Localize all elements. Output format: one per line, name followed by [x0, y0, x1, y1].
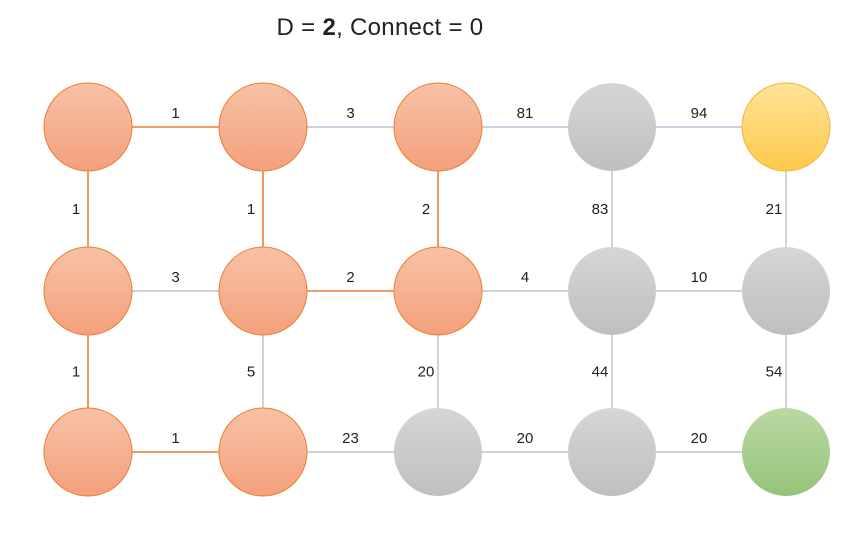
edge-weight-r0c0-r0c1: 1: [171, 105, 179, 122]
node-r0c0-visited: [43, 82, 133, 172]
node-r0c2-visited: [393, 82, 483, 172]
edge-weight-r2c2-r2c3: 20: [517, 430, 534, 447]
edge-weight-r0c2-r0c3: 81: [517, 105, 534, 122]
node-r2c2-gray: [394, 408, 482, 496]
node-r2c0-visited: [43, 407, 133, 497]
title-eq2: =: [448, 14, 463, 41]
edge-weight-r0c3-r1c3: 83: [592, 201, 609, 218]
title-eq1: =: [301, 14, 316, 41]
node-r0c1-visited: [218, 82, 308, 172]
edge-weight-r1c3-r1c4: 10: [691, 269, 708, 286]
edge-weight-r1c1-r2c1: 5: [247, 364, 255, 381]
node-r1c0-visited: [43, 246, 133, 336]
node-r0c3-gray: [568, 83, 656, 171]
node-r1c3-gray: [568, 247, 656, 335]
edge-weight-r1c2-r2c2: 20: [418, 364, 435, 381]
title-d-value: 2: [322, 14, 337, 41]
node-r2c4-goal: [742, 408, 830, 496]
edge-weight-r1c4-r2c4: 54: [766, 364, 783, 381]
nodes-layer: [43, 82, 831, 497]
edge-weight-r1c0-r2c0: 1: [72, 364, 80, 381]
edge-weight-r0c1-r0c2: 3: [346, 105, 354, 122]
edge-weight-r0c4-r1c4: 21: [766, 201, 783, 218]
edge-weight-r0c3-r0c4: 94: [691, 105, 708, 122]
node-r1c4-gray: [742, 247, 830, 335]
edge-weight-r0c0-r1c0: 1: [72, 201, 80, 218]
diagram-title: D = 2, Connect = 0: [0, 14, 760, 42]
node-r0c4-start: [741, 82, 831, 172]
edge-weight-r1c1-r1c2: 2: [346, 269, 354, 286]
edge-weight-r1c0-r1c1: 3: [171, 269, 179, 286]
title-connect-label: Connect: [350, 14, 442, 41]
node-r2c1-visited: [218, 407, 308, 497]
title-connect-value: 0: [469, 14, 484, 41]
edge-weight-r2c1-r2c2: 23: [342, 430, 359, 447]
title-d: D: [276, 14, 295, 41]
title-sep: ,: [336, 14, 344, 41]
node-r2c3-gray: [568, 408, 656, 496]
edge-weight-r2c0-r2c1: 1: [171, 430, 179, 447]
edge-weight-r0c2-r1c2: 2: [422, 201, 430, 218]
node-r1c1-visited: [218, 246, 308, 336]
edge-weight-r0c1-r1c1: 1: [247, 201, 255, 218]
edge-weight-r1c2-r1c3: 4: [521, 269, 529, 286]
node-r1c2-visited: [393, 246, 483, 336]
edge-weight-r1c3-r2c3: 44: [592, 364, 609, 381]
edge-weight-r2c3-r2c4: 20: [691, 430, 708, 447]
